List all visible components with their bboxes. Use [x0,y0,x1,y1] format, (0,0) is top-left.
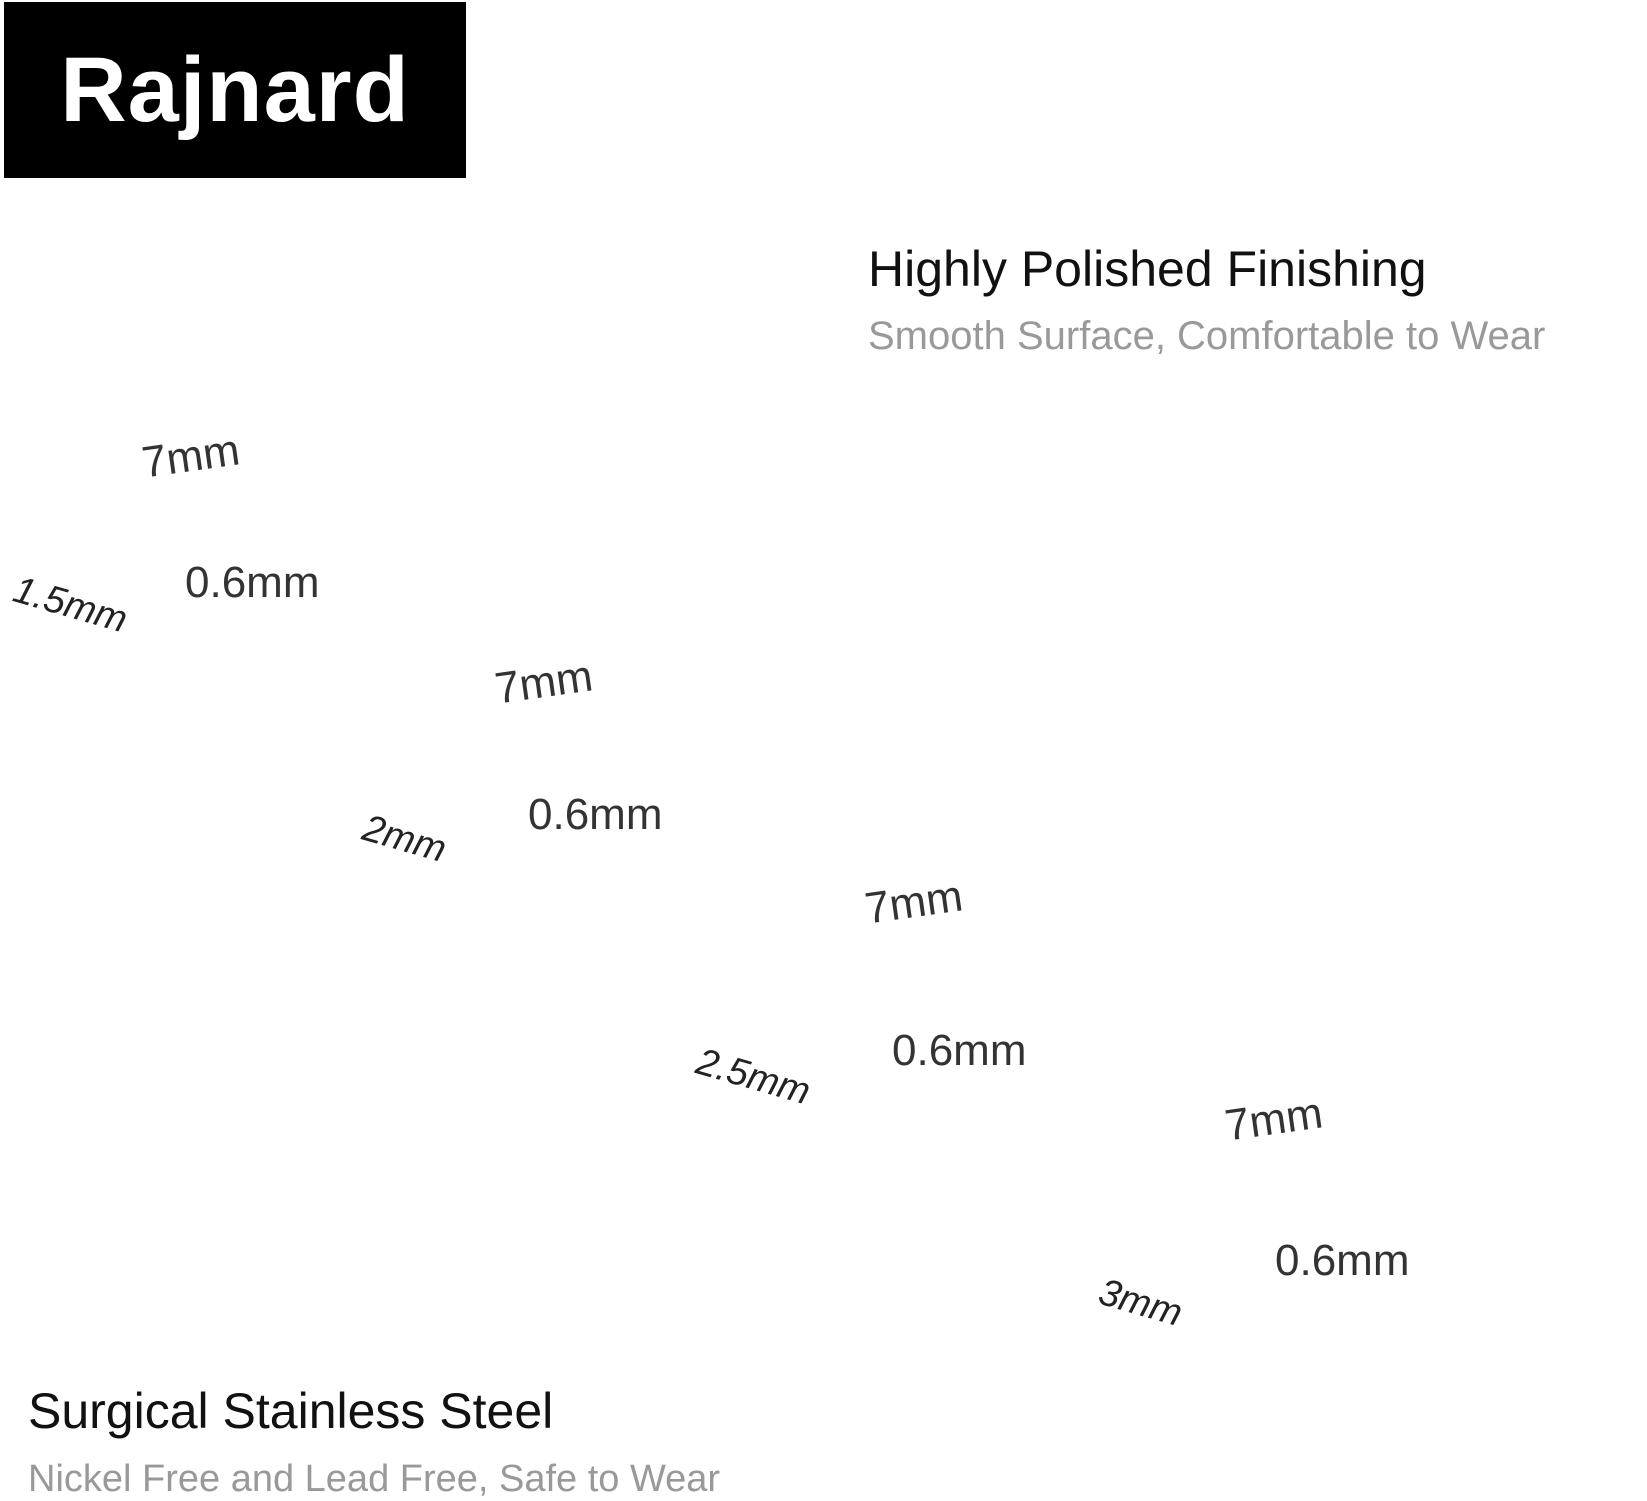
gem-icon [419,723,485,801]
gauge-label: 0.6mm [892,1026,1027,1075]
gem-icon [1129,1157,1231,1275]
gauge-label: 0.6mm [185,558,320,607]
gem-icon [79,504,135,570]
gauge-label: 0.6mm [528,790,663,839]
feature-title-polished: Highly Polished Finishing [868,241,1427,297]
length-label: 7mm [861,871,966,934]
gauge-label: 0.6mm [1275,1236,1410,1285]
gem-icon [769,939,851,1037]
length-label: 7mm [1221,1088,1326,1151]
feature-subtitle-polished: Smooth Surface, Comfortable to Wear [868,314,1546,358]
gem-size-label: 1.5mm [8,568,132,642]
feature-subtitle-steel: Nickel Free and Lead Free, Safe to Wear [28,1458,721,1500]
brand-logo: Rajnard [4,2,466,178]
feature-title-steel: Surgical Stainless Steel [28,1383,554,1439]
gem-size-label: 2.5mm [691,1040,815,1114]
length-label: 7mm [138,425,243,488]
gem-size-label: 3mm [1093,1271,1187,1335]
gem-size-label: 2mm [357,807,451,871]
length-label: 7mm [491,651,596,714]
